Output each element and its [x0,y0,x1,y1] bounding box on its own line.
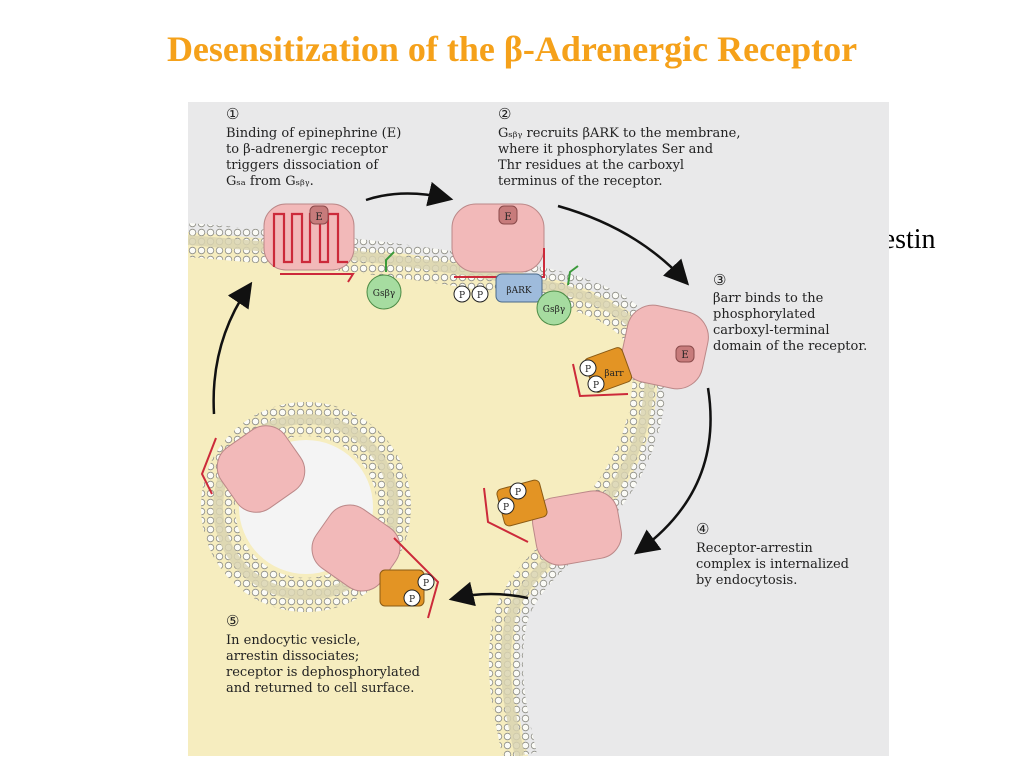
phosphate [587,375,605,393]
step2-caption: ② Gₛᵦᵧ recruits βARK to the membrane, wh… [498,105,740,189]
svg-text:④: ④ [696,520,709,538]
g-protein-step1: Gsβγ [366,251,402,310]
svg-text:In endocytic vesicle,: In endocytic vesicle, [226,633,360,648]
svg-text:βarr binds to the: βarr binds to the [713,291,824,306]
svg-text:⑤: ⑤ [226,612,239,630]
svg-text:βARK: βARK [506,286,531,296]
g-protein-step2: Gsβγ [536,265,579,326]
receptor-step2: E βARK P P [451,203,545,303]
svg-text:Gₛᵦᵧ recruits βARK to the memb: Gₛᵦᵧ recruits βARK to the membrane, [498,126,740,141]
phosphate [453,285,471,303]
epinephrine-step3 [675,345,695,363]
cytoplasm [188,232,658,756]
svg-text:to β-adrenergic receptor: to β-adrenergic receptor [226,142,388,157]
svg-text:E: E [681,350,688,361]
svg-text:E: E [315,212,322,223]
arrow-step3-to-4 [633,387,712,555]
bark-kinase [495,273,543,303]
epinephrine-step1 [309,205,329,225]
svg-text:complex is internalized: complex is internalized [696,557,849,572]
svg-text:carboxyl-terminal: carboxyl-terminal [713,323,830,338]
svg-text:where it phosphorylates Ser an: where it phosphorylates Ser and [498,142,713,157]
receptor-step5-left [200,425,306,513]
svg-text:P: P [593,381,599,391]
svg-text:P: P [503,503,509,513]
svg-text:Receptor-arrestin: Receptor-arrestin [696,541,813,556]
svg-text:Gsβγ: Gsβγ [543,305,565,315]
svg-text:P: P [477,291,483,301]
step5-caption: ⑤ In endocytic vesicle, arrestin dissoci… [226,612,420,696]
arrow-step4-to-5 [448,581,529,607]
svg-text:P: P [409,595,415,605]
phosphate [579,359,597,377]
svg-text:domain of the receptor.: domain of the receptor. [713,339,867,354]
svg-text:③: ③ [713,271,726,289]
svg-text:P: P [515,488,521,498]
receptor-step3: E βarr P P [572,304,709,398]
receptor-step5-right: P P [311,504,440,619]
receptor-step4: P P [483,479,622,566]
svg-text:②: ② [498,105,511,123]
svg-text:βarr: βarr [604,369,624,379]
svg-text:phosphorylated: phosphorylated [713,307,815,322]
svg-text:by endocytosis.: by endocytosis. [696,573,797,588]
desensitization-diagram: E Gsβγ E βARK P P Gsβγ E βarr P P [188,102,889,756]
phosphate [497,497,515,515]
svg-text:①: ① [226,105,239,123]
step4-caption: ④ Receptor-arrestin complex is internali… [696,520,849,588]
svg-text:P: P [585,365,591,375]
page-title: Desensitization of the β-Adrenergic Rece… [166,29,858,69]
phosphate [417,573,435,591]
svg-text:terminus of the receptor.: terminus of the receptor. [498,174,663,189]
svg-text:Thr residues at the carboxyl: Thr residues at the carboxyl [498,158,684,173]
step1-caption: ① Binding of epinephrine (E) to β-adrene… [226,105,401,189]
epinephrine-step2 [498,205,518,225]
arrow-step1-to-2 [365,181,454,207]
receptor-step1: E [263,203,355,283]
svg-text:Gₛₐ from Gₛᵦᵧ.: Gₛₐ from Gₛᵦᵧ. [226,174,314,189]
phosphate [403,589,421,607]
svg-text:P: P [423,579,429,589]
svg-text:and returned to cell surface.: and returned to cell surface. [226,681,414,696]
svg-text:arrestin dissociates;: arrestin dissociates; [226,649,359,664]
arrow-step5-to-1 [212,281,253,415]
svg-text:receptor is dephosphorylated: receptor is dephosphorylated [226,665,420,680]
diagram-svg: E Gsβγ E βARK P P Gsβγ E βarr P P [188,102,889,756]
phosphate [471,285,489,303]
svg-text:Binding of epinephrine (E): Binding of epinephrine (E) [226,126,401,141]
phosphate [509,482,527,500]
svg-text:Gsβγ: Gsβγ [373,289,395,299]
step3-caption: ③ βarr binds to the phosphorylated carbo… [713,271,867,354]
svg-text:E: E [504,212,511,223]
svg-text:P: P [459,291,465,301]
arrow-step2-to-3 [557,204,690,286]
svg-text:triggers dissociation of: triggers dissociation of [226,158,379,173]
